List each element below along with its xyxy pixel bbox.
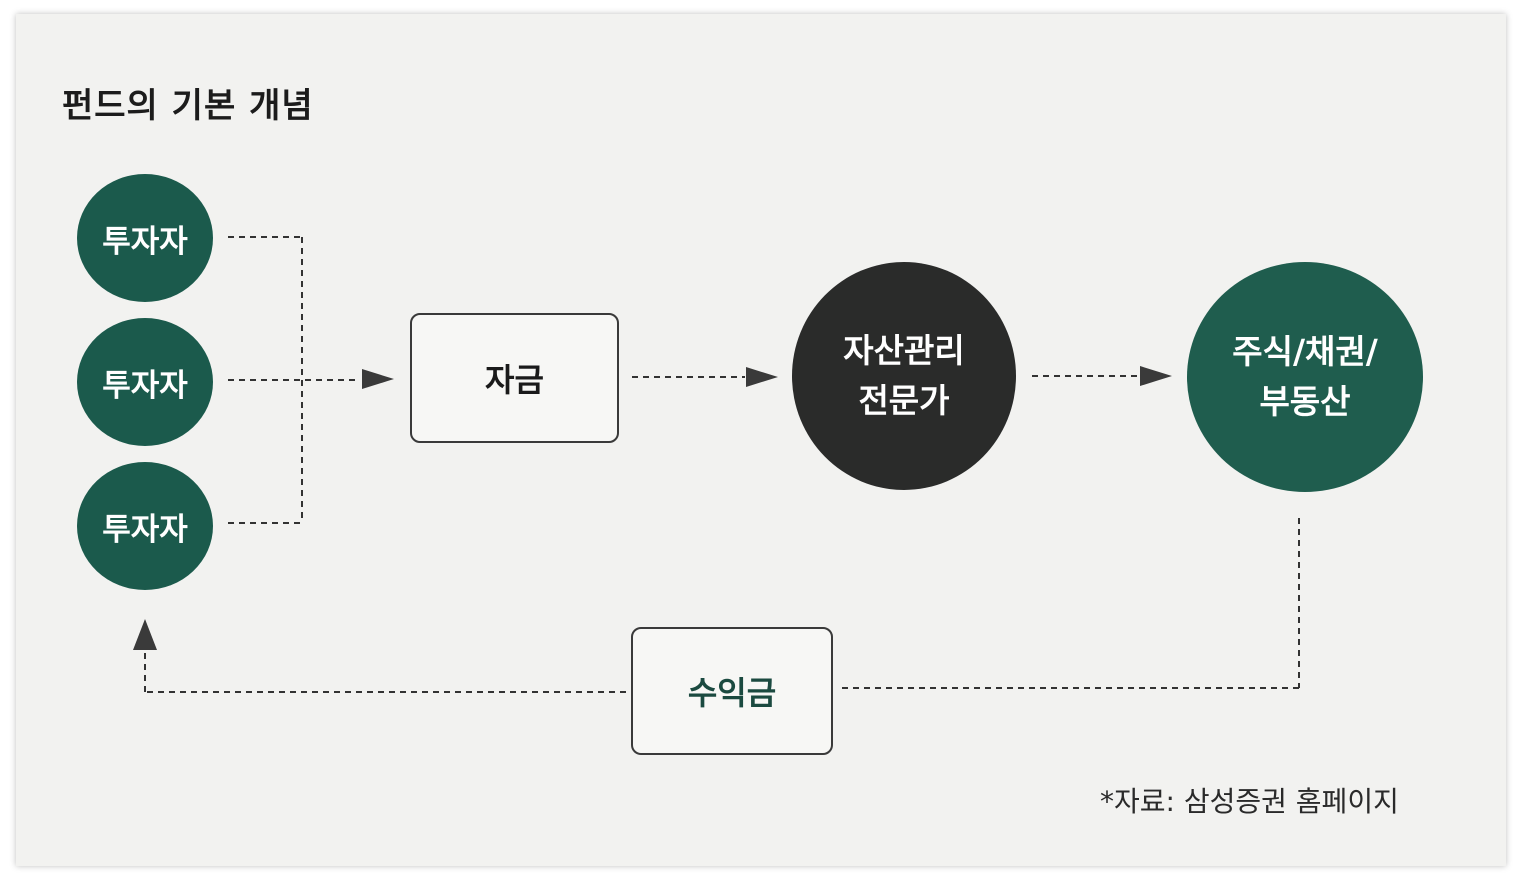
return-label: 수익금 (687, 674, 777, 712)
manager-label-line2: 전문가 (858, 381, 950, 420)
arrow-to-assets (1140, 366, 1172, 386)
manager-circle: 자산관리 전문가 (792, 262, 1016, 490)
investor-label-1: 투자자 (102, 223, 188, 260)
assets-label-line2: 부동산 (1259, 382, 1351, 421)
return-box: 수익금 (631, 627, 833, 755)
fund-label: 자금 (485, 361, 544, 399)
investor-circle-2: 투자자 (77, 318, 213, 446)
investor-circle-1: 투자자 (77, 174, 213, 302)
arrow-to-fund (362, 369, 394, 389)
investor-circle-3: 투자자 (77, 462, 213, 590)
arrow-to-investors (133, 619, 157, 650)
manager-label-line1: 자산관리 (843, 331, 965, 370)
investor-label-2: 투자자 (102, 367, 188, 404)
assets-circle: 주식/채권/ 부동산 (1187, 262, 1423, 492)
assets-label-line1: 주식/채권/ (1232, 332, 1378, 371)
arrow-to-manager (746, 367, 778, 387)
fund-box: 자금 (410, 313, 619, 443)
source-note: *자료: 삼성증권 홈페이지 (1100, 785, 1399, 818)
investor-label-3: 투자자 (102, 511, 188, 548)
diagram-title: 펀드의 기본 개념 (62, 86, 314, 126)
